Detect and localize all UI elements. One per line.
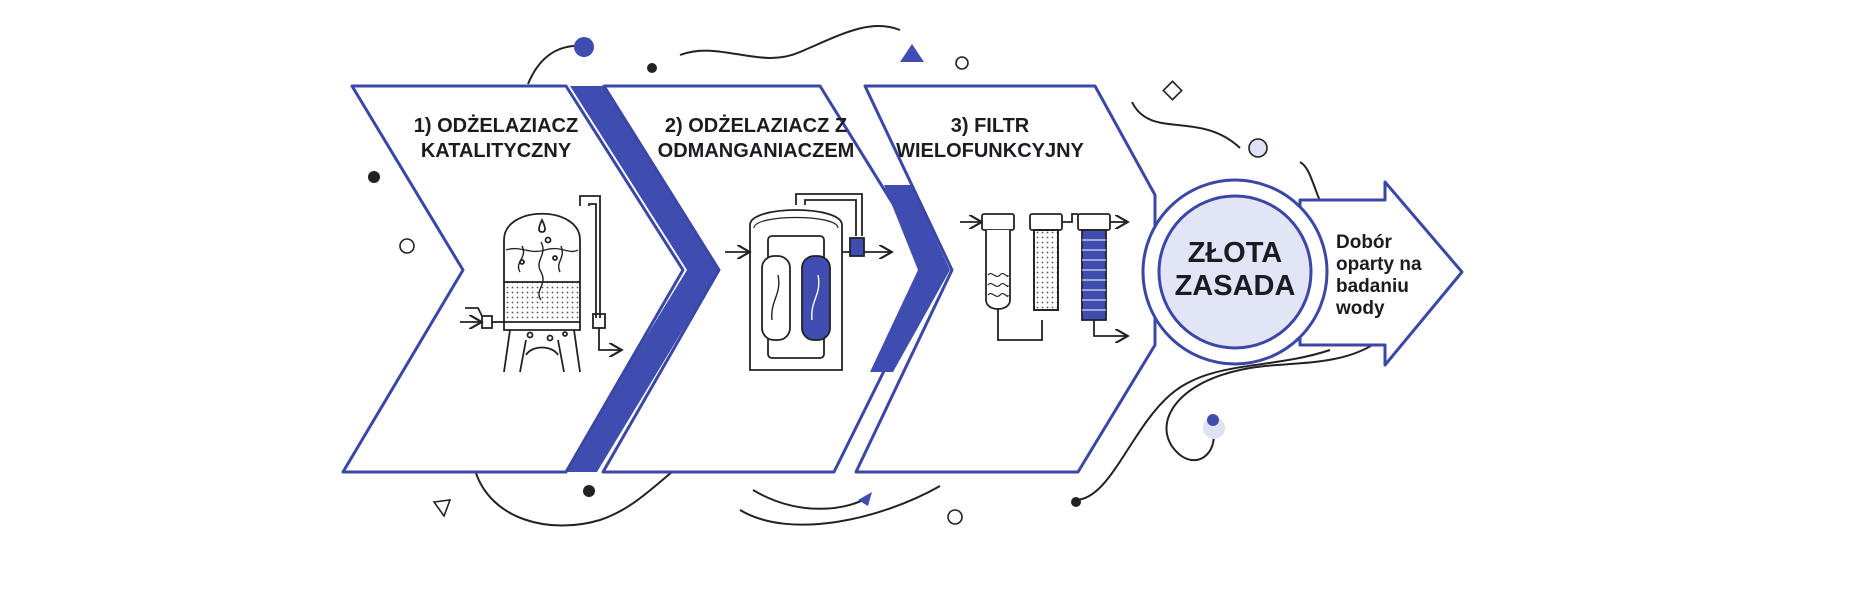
triangle-icon xyxy=(900,44,924,62)
step-3-title: 3) FILTR WIELOFUNKCYJNY xyxy=(860,114,1120,164)
filled-dot-icon xyxy=(1207,414,1219,426)
filled-dot-icon xyxy=(368,171,380,183)
ring-icon xyxy=(1248,138,1268,158)
golden-rule-circle xyxy=(1141,178,1329,366)
chevron-accent-band xyxy=(873,185,950,372)
step-2-title: 2) ODŻELAZIACZ Z ODMANGANIACZEM xyxy=(626,114,886,164)
step-2-title-line-1: 2) ODŻELAZIACZ Z xyxy=(664,115,848,137)
filled-dot-icon xyxy=(1071,497,1081,507)
filled-dot-icon xyxy=(647,63,657,73)
step-3-title-line-1: 3) FILTR xyxy=(950,115,1030,137)
step-1-title-line-1: 1) ODŻELAZIACZ xyxy=(413,115,579,137)
step-2-title-line-2: ODMANGANIACZEM xyxy=(657,140,855,162)
step-1-title-line-2: KATALITYCZNY xyxy=(420,140,572,162)
chevron-accent-band xyxy=(563,86,719,472)
chevron-accent-band xyxy=(870,185,946,372)
result-arrow xyxy=(1298,180,1464,367)
result-line-1: Dobór xyxy=(1336,232,1392,253)
golden-rule-line-2: ZASADA xyxy=(1174,270,1296,302)
step-3-title-line-2: WIELOFUNKCYJNY xyxy=(896,140,1084,162)
result-label: Dobór oparty na badaniu wody xyxy=(1336,232,1456,320)
result-line-3: badaniu xyxy=(1336,276,1409,297)
ring-icon xyxy=(955,56,969,70)
result-line-2: oparty na xyxy=(1336,254,1422,275)
ring-icon xyxy=(399,238,415,254)
triangle-outline-icon xyxy=(432,499,452,518)
filled-dot-icon xyxy=(583,485,595,497)
ring-icon xyxy=(947,509,963,525)
result-line-4: wody xyxy=(1336,298,1385,319)
filled-dot-icon xyxy=(574,37,594,57)
decorative-shapes xyxy=(368,37,1268,525)
step-1-title: 1) ODŻELAZIACZ KATALITYCZNY xyxy=(366,114,626,164)
diamond-icon xyxy=(1162,80,1183,101)
golden-rule-label: ZŁOTA ZASADA xyxy=(1155,237,1315,303)
arrowhead-curve-icon xyxy=(858,492,872,506)
golden-rule-line-1: ZŁOTA xyxy=(1187,237,1283,269)
result-arrow-outline xyxy=(1298,180,1464,367)
multifunction-filter-cartridges-icon xyxy=(960,213,1126,340)
decorative-curves xyxy=(474,25,1381,527)
iron-manganese-remover-icon xyxy=(725,193,890,371)
catalytic-iron-remover-tank-icon xyxy=(460,195,620,373)
